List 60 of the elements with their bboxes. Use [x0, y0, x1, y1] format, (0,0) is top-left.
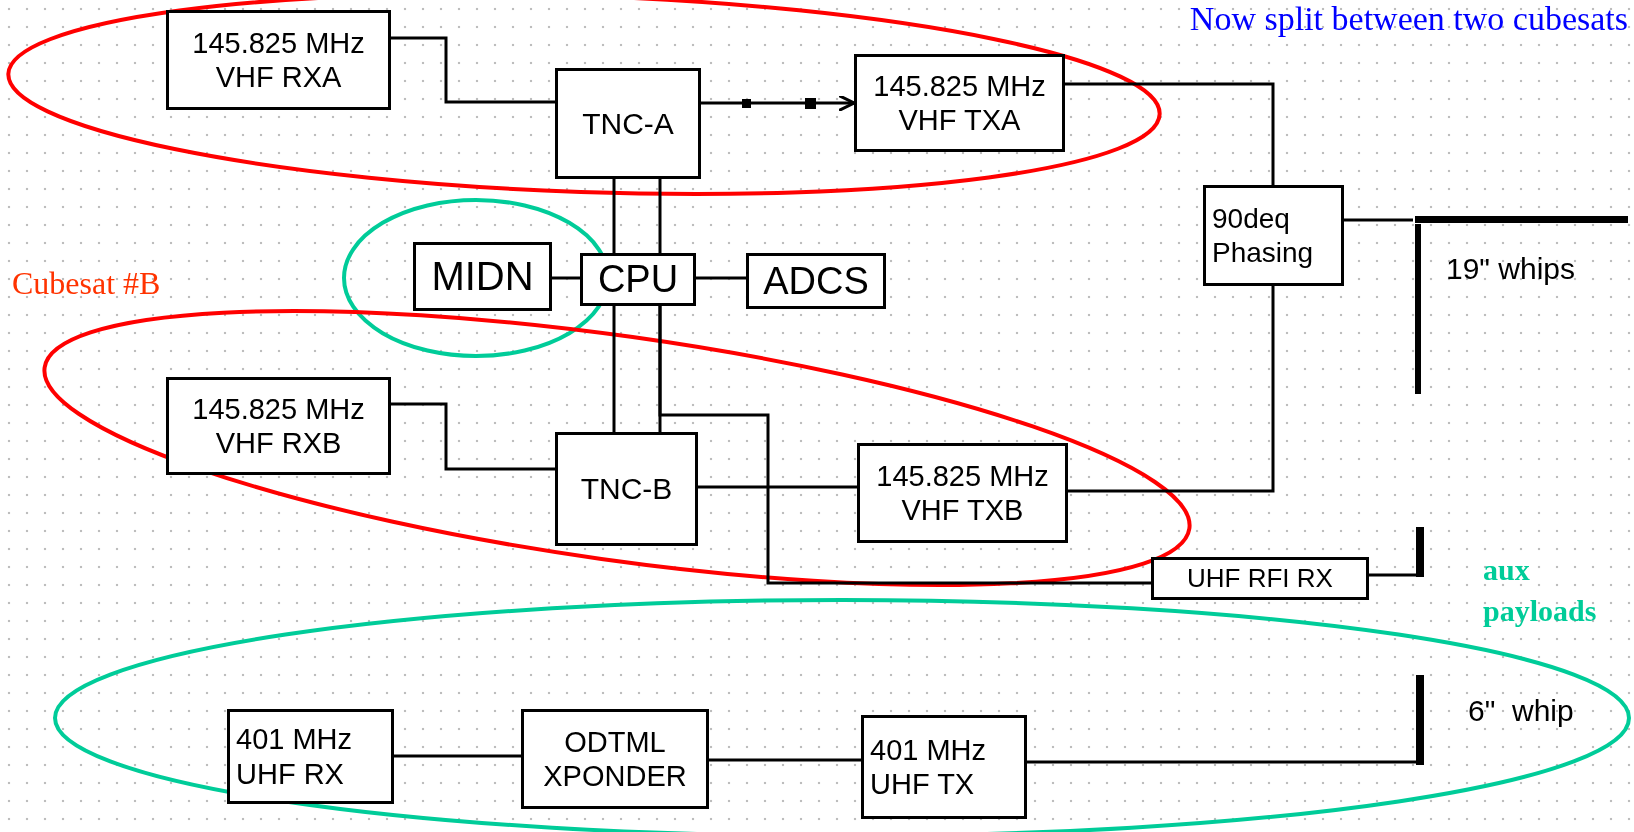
- block-label: Phasing: [1212, 235, 1314, 269]
- group-label: aux payloads: [1483, 552, 1598, 629]
- diagram-title: Now split between two cubesats: [1189, 0, 1628, 38]
- block-label: VHF TXB: [901, 493, 1024, 528]
- block-label: 145.825 MHz: [192, 391, 365, 426]
- block-label: UHF RX: [236, 756, 344, 791]
- block-box: [413, 242, 552, 311]
- block-box: [580, 253, 696, 306]
- block-label: XPONDER: [543, 759, 687, 794]
- block-label: CPU: [597, 257, 679, 302]
- connector-line: [658, 179, 662, 253]
- block-label: UHF TX: [870, 767, 975, 802]
- block-box: [1203, 185, 1344, 286]
- block-label: 401 MHz: [870, 732, 987, 767]
- connector-line: [394, 754, 521, 758]
- connector-line: [1065, 82, 1275, 185]
- antenna-label: 19" whips: [1446, 252, 1576, 286]
- block-label: TNC-B: [580, 471, 673, 507]
- block-box: [166, 377, 391, 475]
- connector-line: [698, 485, 857, 489]
- antenna-drawing: [1413, 215, 1628, 224]
- connector-line: [1369, 573, 1416, 577]
- block-label: VHF RXA: [215, 60, 342, 95]
- connector-line: [391, 402, 555, 471]
- block-label: VHF TXA: [898, 103, 1021, 138]
- group-label: Cubesat #B: [12, 264, 162, 303]
- antenna-label: 6" whip: [1468, 694, 1574, 728]
- block-label: 145.825 MHz: [873, 68, 1046, 103]
- connector-line: [1027, 760, 1416, 764]
- connector-line: [391, 36, 555, 104]
- block-box: [166, 10, 391, 110]
- connector-line: [658, 306, 1151, 585]
- block-box: [227, 709, 394, 804]
- connector-line: [696, 276, 746, 280]
- antenna-icon: [1416, 527, 1424, 577]
- block-label: 401 MHz: [236, 722, 353, 757]
- connector-line: [1344, 218, 1413, 222]
- block-label: ODTML: [564, 724, 666, 759]
- connector-line: [552, 276, 580, 280]
- antenna-icon: [1416, 675, 1424, 765]
- block-label: 90deq: [1212, 202, 1290, 236]
- block-box: [857, 443, 1068, 543]
- block-label: 145.825 MHz: [876, 458, 1049, 493]
- block-label: 145.825 MHz: [192, 25, 365, 60]
- connector-line: [1068, 286, 1275, 493]
- block-label: ADCS: [763, 258, 869, 304]
- block-box: [861, 715, 1027, 819]
- block-label: UHF RFI RX: [1187, 563, 1333, 594]
- connector-line: [612, 179, 616, 253]
- block-label: TNC-A: [582, 105, 674, 142]
- connector-line: [709, 758, 861, 762]
- block-label: MIDN: [431, 252, 534, 300]
- block-box: [555, 68, 701, 179]
- block-label: VHF RXB: [215, 426, 342, 461]
- block-box: [854, 54, 1065, 152]
- block-box: [521, 709, 709, 809]
- arrow: [701, 94, 856, 112]
- block-box: [555, 432, 698, 546]
- block-box: [1151, 557, 1369, 600]
- block-box: [746, 253, 886, 309]
